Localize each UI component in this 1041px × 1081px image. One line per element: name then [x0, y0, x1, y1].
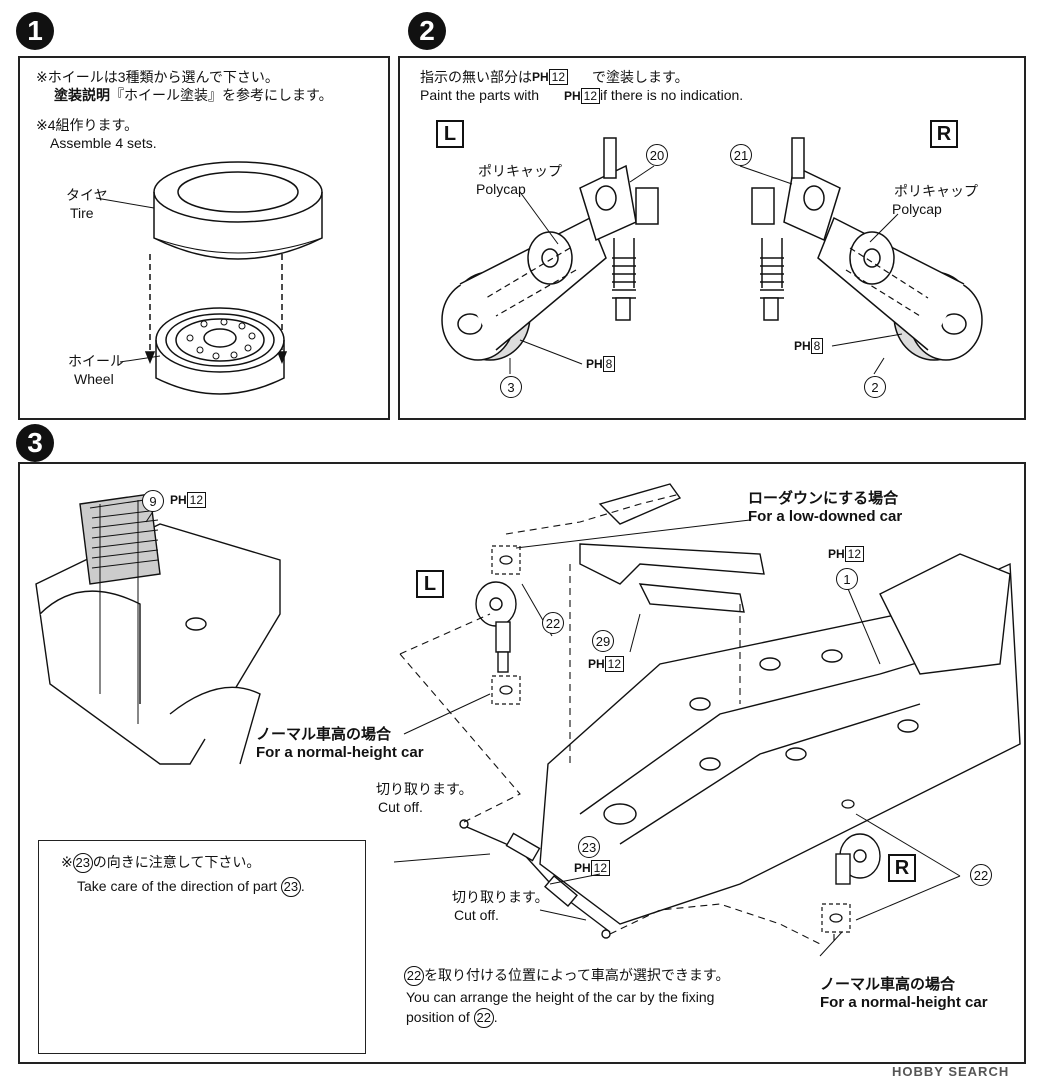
step-1-badge: 1 — [16, 12, 54, 50]
part-3-callout: 3 — [500, 376, 522, 398]
step1-note-wheel-choice: ※ホイールは3種類から選んで下さい。 — [36, 69, 279, 85]
watermark-logo: HOBBY SEARCH — [892, 1064, 1010, 1079]
tire-wheel-illustration — [95, 161, 323, 395]
chassis-assembly-illustration — [35, 483, 1021, 1054]
step2-note-en: Paint the parts with — [420, 87, 540, 103]
part-20-callout: 20 — [646, 144, 668, 166]
normal-height-right-jp: ノーマル車高の場合 — [820, 976, 956, 993]
tire-label-en: Tire — [70, 205, 94, 221]
normal-height-left-en: For a normal-height car — [256, 744, 424, 761]
cutoff-top-en: Cut off. — [378, 799, 423, 815]
step1-note-four-sets-jp: ※4組作ります。 — [36, 117, 139, 133]
part-23-callout: 23 — [578, 836, 600, 858]
cutoff-bottom-en: Cut off. — [454, 907, 499, 923]
polycap-right-jp: ポリキャップ — [894, 183, 978, 199]
left-side-label: L — [436, 120, 464, 148]
part-9-callout: 9 — [142, 490, 164, 512]
step-2-badge: 2 — [408, 12, 446, 50]
lowdown-label-jp: ローダウンにする場合 — [748, 490, 899, 507]
step1-note-four-sets-en: Assemble 4 sets. — [50, 135, 157, 151]
height-note-en: You can arrange the height of the car by… — [406, 989, 715, 1005]
part-21-callout: 21 — [730, 144, 752, 166]
normal-height-left-jp: ノーマル車高の場合 — [256, 726, 392, 743]
part-29-callout: 29 — [592, 630, 614, 652]
step-3-badge: 3 — [16, 424, 54, 462]
paint-guide-bold: 塗装説明 — [54, 87, 110, 103]
part-23-inline-2: 23 — [280, 877, 301, 898]
part-22-right-callout: 22 — [970, 864, 992, 886]
wheel-label-jp: ホイール — [68, 353, 124, 369]
right-side-label: R — [930, 120, 958, 148]
paint-guide-rest: 『ホイール塗装』を参考にします。 — [110, 87, 333, 103]
part-2-callout: 2 — [864, 376, 886, 398]
tire-label-jp: タイヤ — [66, 187, 108, 203]
polycap-left-en: Polycap — [476, 181, 526, 197]
part-1-callout: 1 — [836, 568, 858, 590]
polycap-left-jp: ポリキャップ — [478, 163, 562, 179]
hub-assembly-illustration — [441, 137, 983, 375]
cutoff-top-jp: 切り取ります。 — [376, 781, 473, 797]
lowdown-label-en: For a low-downed car — [748, 508, 903, 525]
wheel-label-en: Wheel — [74, 371, 114, 387]
step2-note-jp-tail: で塗装します。 — [592, 69, 689, 85]
step1-note-paint-ref: 塗装説明『ホイール塗装』を参考にします。 — [54, 86, 333, 104]
left-hub-label: L — [416, 570, 444, 598]
part-22-left-callout: 22 — [542, 612, 564, 634]
direction-note-en: Take care of the direction of part 23. — [77, 877, 305, 898]
step2-note-en-tail: if there is no indication. — [600, 87, 744, 103]
polycap-right-en: Polycap — [892, 201, 942, 217]
part-23-inline-1: 23 — [72, 853, 93, 874]
normal-height-right-en: For a normal-height car — [820, 994, 988, 1011]
step-1-panel: ※ホイールは3種類から選んで下さい。 塗装説明『ホイール塗装』を参考にします。 … — [18, 56, 390, 420]
cutoff-bottom-jp: 切り取ります。 — [452, 889, 549, 905]
right-hub-label: R — [888, 854, 916, 882]
height-note-en2: position of 22. — [406, 1008, 498, 1029]
part-22-inline-1: 22 — [404, 966, 424, 987]
part-22-inline-2: 22 — [473, 1008, 494, 1029]
